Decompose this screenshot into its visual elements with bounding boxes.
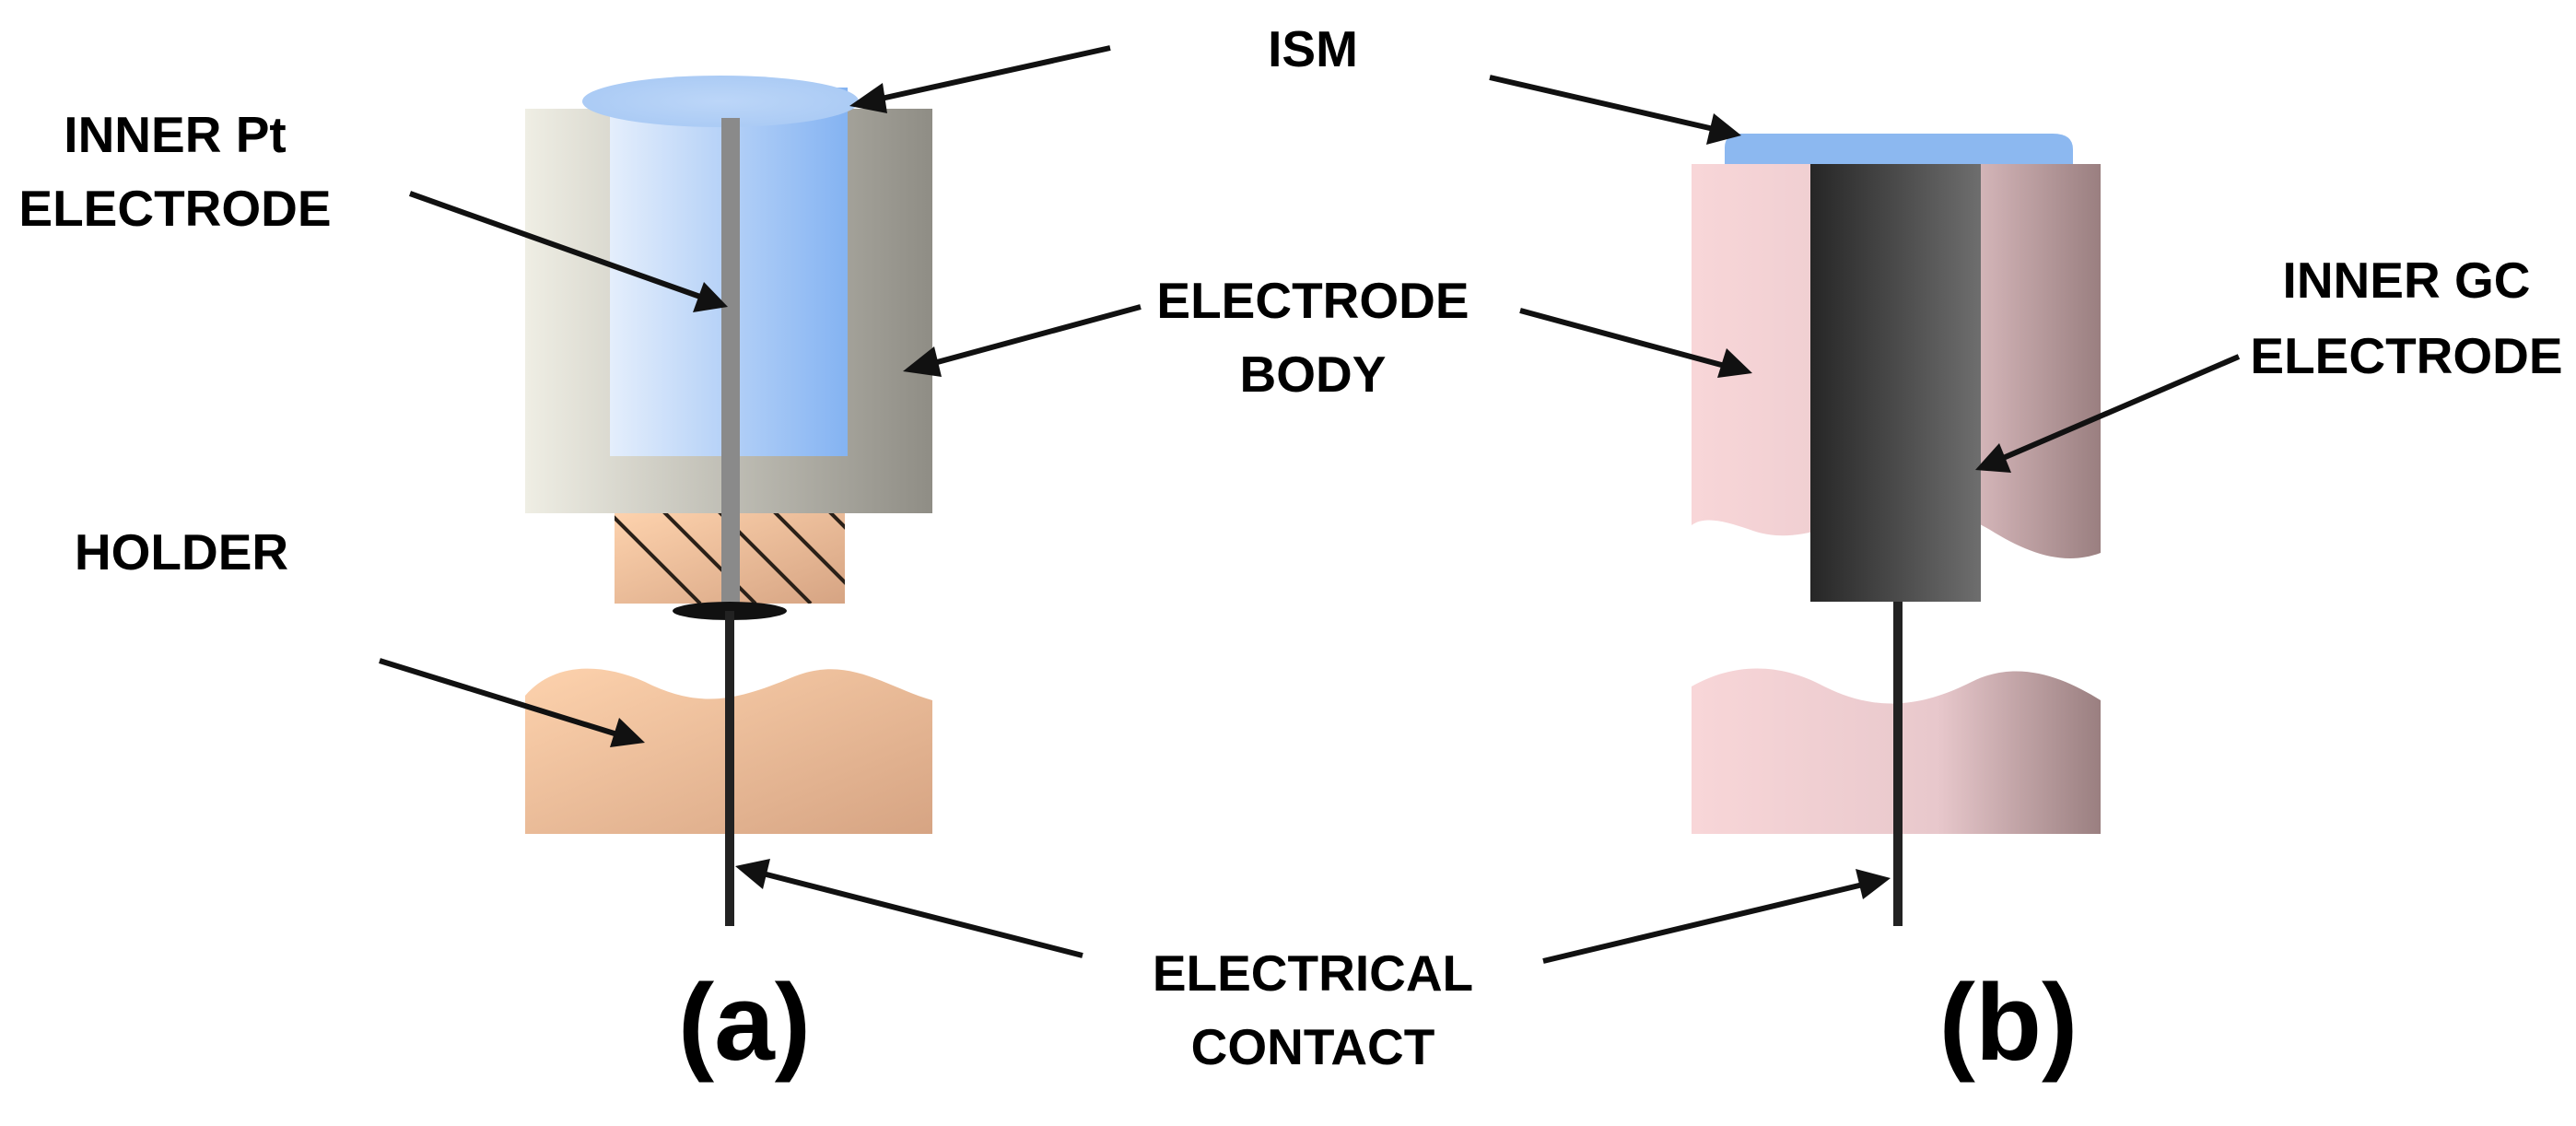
ism-cap-a [582, 76, 859, 127]
label-electrode-body-line1: ELECTRODE [1156, 272, 1469, 329]
panel-a-electrode [525, 76, 932, 926]
label-inner-gc-line2: ELECTRODE [2250, 327, 2562, 384]
ism-layer-b [1725, 134, 2073, 166]
arrow-ism-b [1489, 75, 1741, 145]
arrows [379, 45, 2241, 964]
label-panel-b: (b) [1939, 962, 2078, 1084]
inner-pt-wire [721, 118, 740, 606]
label-inner-pt-line2: ELECTRODE [18, 180, 331, 237]
label-inner-pt-line1: INNER Pt [64, 106, 286, 163]
arrow-inner-gc [1975, 354, 2241, 473]
arrow-electrode-body-a [903, 304, 1142, 377]
electrical-contact-wire-b [1893, 602, 1903, 926]
label-electrode-body-line2: BODY [1240, 346, 1387, 403]
label-holder: HOLDER [75, 523, 288, 581]
labels: ISM INNER Pt ELECTRODE ELECTRODE BODY IN… [18, 20, 2562, 1084]
panel-b-electrode [1692, 134, 2101, 926]
holder-hatched-band [615, 513, 845, 604]
arrow-inner-pt [408, 191, 728, 312]
inner-gc-electrode [1810, 164, 1981, 602]
arrow-electrode-body-b [1519, 308, 1752, 378]
arrow-electrical-contact-a [735, 859, 1083, 958]
electrical-contact-wire-a [725, 611, 734, 926]
label-ism: ISM [1268, 20, 1358, 77]
arrow-electrical-contact-b [1542, 869, 1891, 964]
label-panel-a: (a) [678, 962, 811, 1084]
arrow-ism-a [849, 45, 1111, 113]
arrow-holder [379, 658, 645, 747]
label-electrical-contact-line1: ELECTRICAL [1153, 944, 1473, 1002]
label-electrical-contact-line2: CONTACT [1191, 1018, 1435, 1075]
label-inner-gc-line1: INNER GC [2283, 252, 2531, 309]
